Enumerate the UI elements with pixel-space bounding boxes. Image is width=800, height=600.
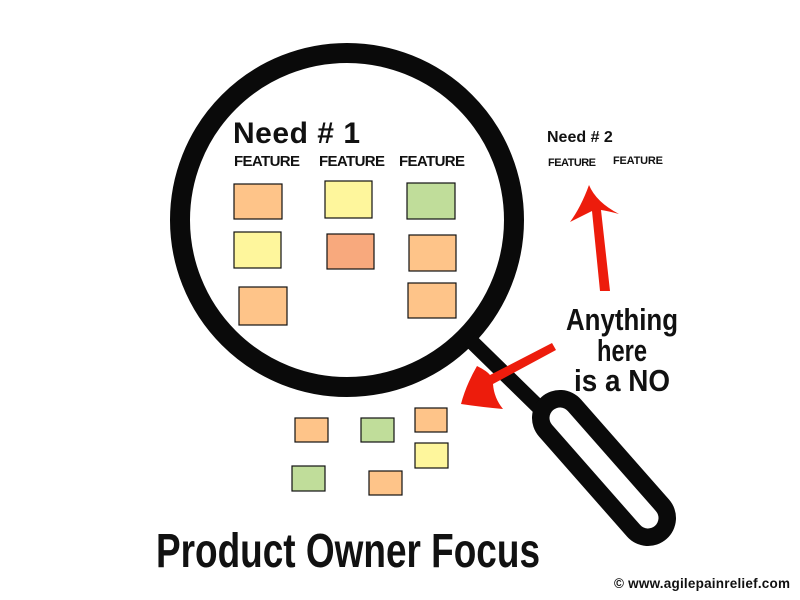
- svg-text:here: here: [597, 333, 647, 368]
- svg-text:FEATURE: FEATURE: [399, 153, 465, 170]
- svg-text:© www.agilepainrelief.com: © www.agilepainrelief.com: [614, 576, 790, 591]
- svg-text:Product Owner Focus: Product Owner Focus: [156, 525, 540, 578]
- svg-text:FEATURE: FEATURE: [613, 155, 663, 167]
- svg-text:FEATURE: FEATURE: [319, 153, 385, 170]
- svg-text:FEATURE: FEATURE: [548, 157, 596, 169]
- svg-text:is a NO: is a NO: [574, 363, 670, 398]
- svg-text:Need # 1: Need # 1: [233, 117, 360, 150]
- svg-text:Need # 2: Need # 2: [547, 129, 613, 146]
- svg-text:FEATURE: FEATURE: [234, 153, 300, 170]
- svg-text:Anything: Anything: [566, 302, 678, 337]
